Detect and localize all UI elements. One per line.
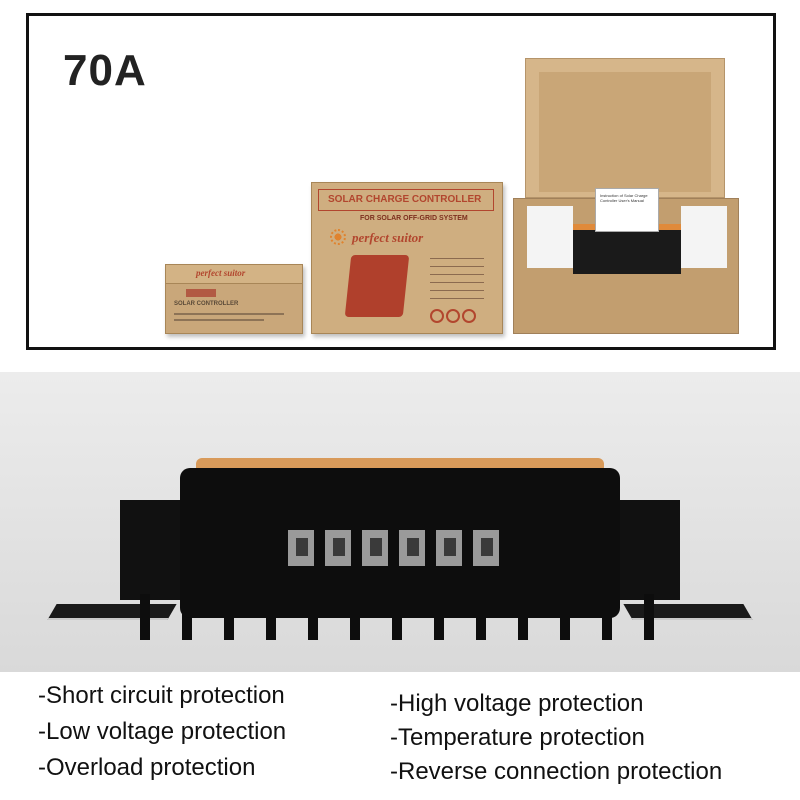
- small-box-label: SOLAR CONTROLLER: [174, 301, 239, 307]
- sun-logo-icon: [330, 229, 346, 245]
- terminal-screws: [296, 538, 506, 556]
- small-box-brand: perfect suitor: [196, 268, 246, 278]
- feature-high-voltage: -High voltage protection: [390, 690, 644, 717]
- feature-short-circuit: -Short circuit protection: [38, 682, 285, 709]
- small-box-print: [186, 289, 216, 297]
- product-box-subtitle: FOR SOLAR OFF-GRID SYSTEM: [360, 215, 468, 222]
- cert-mark-icon: [446, 309, 460, 323]
- controller-illustration: [344, 255, 410, 317]
- small-box-print: [174, 319, 264, 321]
- feature-reverse-connection: -Reverse connection protection: [390, 758, 723, 785]
- current-rating-label: 70A: [63, 46, 147, 95]
- foam-insert-right: [681, 206, 727, 268]
- open-box: Instruction of Solar Charge Controller U…: [513, 58, 739, 334]
- small-box: perfect suitor SOLAR CONTROLLER: [165, 264, 303, 334]
- user-manual: Instruction of Solar Charge Controller U…: [595, 188, 659, 232]
- product-box-brand: perfect suitor: [352, 230, 424, 245]
- feature-low-voltage: -Low voltage protection: [38, 718, 287, 745]
- product-box-title: SOLAR CHARGE CONTROLLER: [328, 194, 482, 205]
- packaging-photo-panel: 70A perfect suitor SOLAR CONTROLLER SOLA…: [26, 13, 776, 350]
- controller-photo-panel: [0, 372, 800, 672]
- small-box-print: [174, 313, 284, 315]
- feature-temperature: -Temperature protection: [390, 724, 645, 751]
- cert-mark-icon: [430, 309, 444, 323]
- foam-insert-left: [527, 206, 573, 268]
- product-box: SOLAR CHARGE CONTROLLER FOR SOLAR OFF-GR…: [311, 182, 503, 334]
- cert-mark-icon: [462, 309, 476, 323]
- feature-list-print: [430, 253, 484, 303]
- open-box-lid-inner: [539, 72, 711, 192]
- feature-overload: -Overload protection: [38, 754, 256, 781]
